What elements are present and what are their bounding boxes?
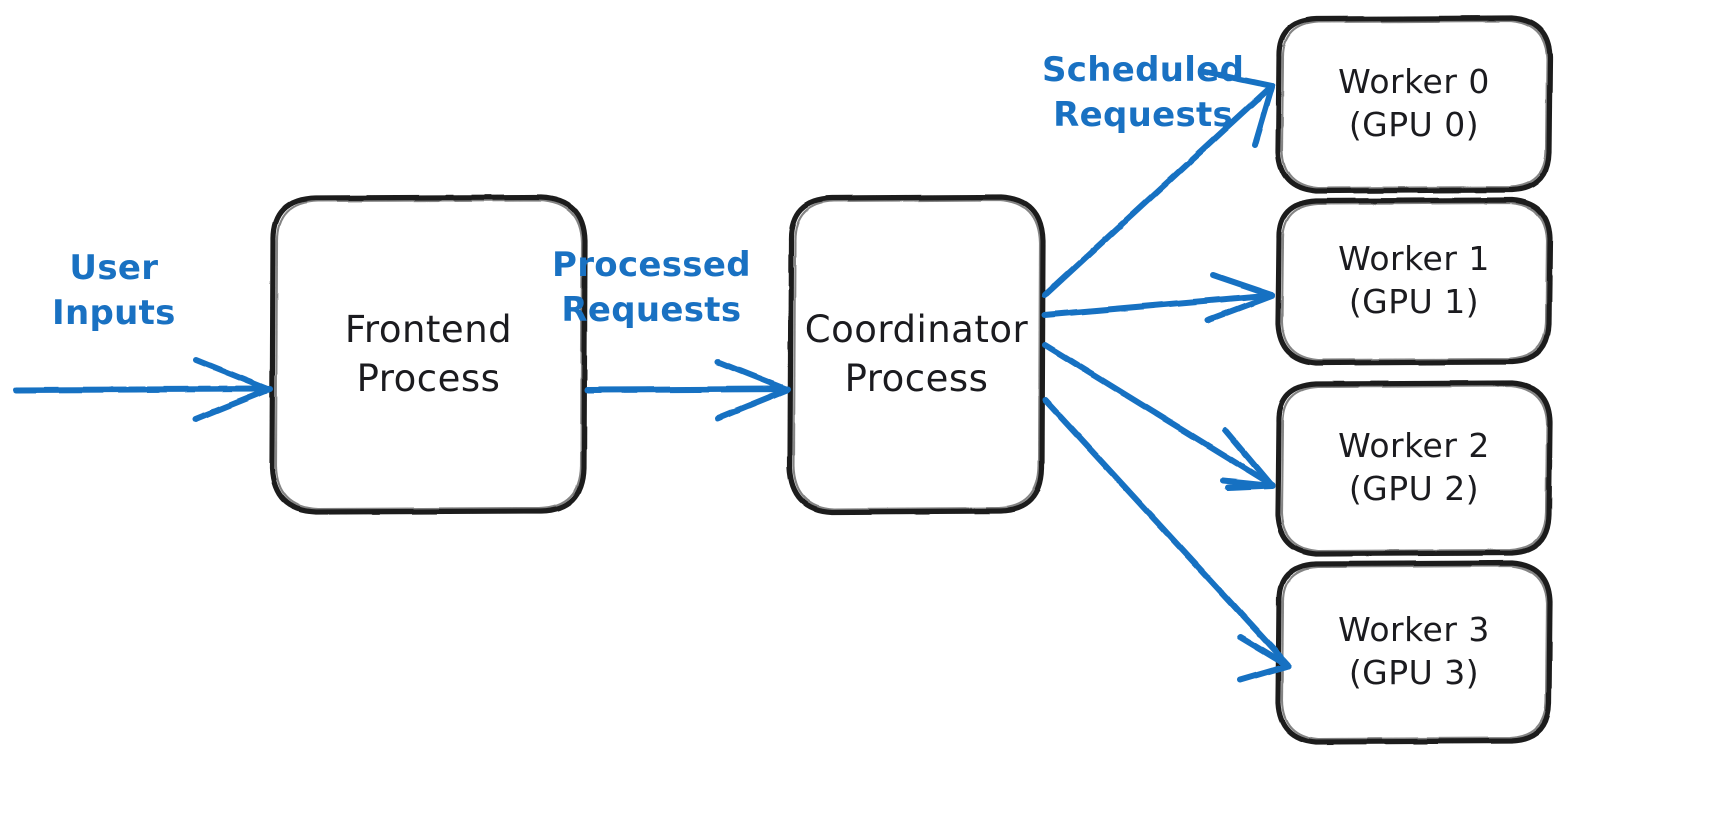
node-worker-0-line1: Worker 0 [1338, 62, 1490, 102]
node-worker-3-line1: Worker 3 [1338, 610, 1490, 650]
node-worker-2[interactable]: Worker 2 (GPU 2) [1278, 383, 1550, 553]
edge-coordinator-to-worker1 [1042, 272, 1275, 323]
edge-label-processed-requests: Processed Requests [552, 243, 751, 333]
edge-coordinator-to-worker2 [1042, 342, 1275, 491]
edge-label-user-inputs-line2: Inputs [52, 292, 176, 333]
node-worker-3-line2: (GPU 3) [1348, 653, 1480, 692]
node-worker-0-line2: (GPU 0) [1348, 105, 1480, 144]
node-worker-3[interactable]: Worker 3 (GPU 3) [1278, 563, 1550, 741]
edge-frontend-to-coordinator [585, 359, 791, 421]
node-worker-1-line1: Worker 1 [1338, 239, 1490, 279]
node-frontend-line1: Frontend [344, 308, 513, 352]
node-frontend-line2: Process [356, 356, 501, 400]
edge-label-processed-requests-line1: Processed [552, 245, 751, 285]
edge-label-user-inputs: User Inputs [52, 246, 176, 336]
node-worker-2-line1: Worker 2 [1338, 426, 1490, 466]
node-worker-1-line2: (GPU 1) [1348, 282, 1480, 321]
edge-label-processed-requests-line2: Requests [561, 289, 742, 330]
node-worker-0[interactable]: Worker 0 (GPU 0) [1278, 18, 1550, 190]
node-worker-2-line2: (GPU 2) [1348, 469, 1480, 508]
node-worker-1[interactable]: Worker 1 (GPU 1) [1278, 200, 1550, 362]
node-coordinator[interactable]: Coordinator Process [790, 197, 1043, 512]
node-coordinator-line1: Coordinator [804, 308, 1029, 352]
edge-label-user-inputs-line1: User [69, 248, 159, 288]
edge-label-scheduled-requests-line2: Requests [1053, 94, 1234, 135]
edge-label-scheduled-requests: Scheduled Requests [1042, 48, 1244, 138]
edge-coordinator-to-worker3 [1042, 397, 1291, 683]
node-frontend[interactable]: Frontend Process [272, 197, 585, 512]
node-coordinator-line2: Process [844, 356, 989, 400]
edge-user-to-frontend [13, 357, 273, 422]
edge-label-scheduled-requests-line1: Scheduled [1042, 50, 1245, 90]
